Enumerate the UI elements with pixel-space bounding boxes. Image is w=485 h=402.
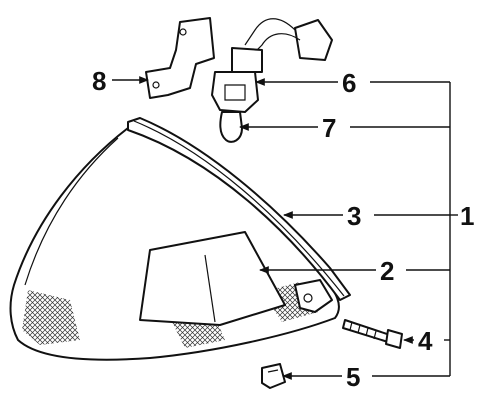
screw bbox=[342, 319, 403, 349]
callout-5: 5 bbox=[346, 362, 360, 392]
bulb-socket-harness bbox=[211, 18, 333, 113]
leader-lines bbox=[112, 76, 458, 380]
callout-1: 1 bbox=[460, 201, 474, 231]
callout-8: 8 bbox=[92, 66, 106, 96]
callout-6: 6 bbox=[342, 68, 356, 98]
callout-7: 7 bbox=[322, 113, 336, 143]
callout-2: 2 bbox=[380, 256, 394, 286]
wedge-bulb bbox=[219, 111, 243, 143]
callout-3: 3 bbox=[347, 201, 361, 231]
mounting-bracket bbox=[145, 17, 215, 99]
callout-4: 4 bbox=[418, 326, 433, 356]
lamp-lens-housing bbox=[9, 127, 340, 361]
clip-nut bbox=[261, 363, 286, 389]
lens-seal-strip bbox=[127, 117, 351, 301]
